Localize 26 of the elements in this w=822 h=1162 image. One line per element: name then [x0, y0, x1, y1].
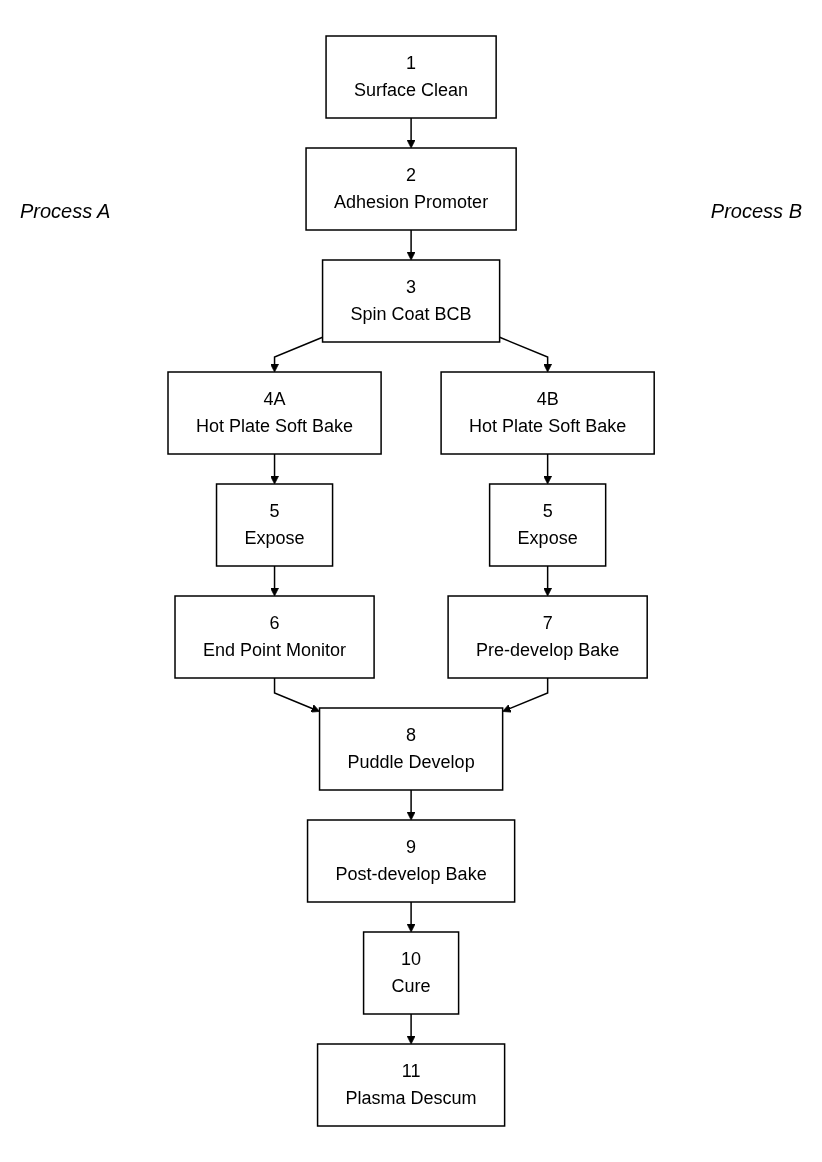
process-label: Process B — [710, 200, 802, 223]
node-box: 7 Pre-develop Bake — [447, 595, 648, 679]
node-box: 11 Plasma Descum — [316, 1043, 506, 1127]
node-box: 4A Hot Plate Soft Bake — [167, 371, 382, 455]
arrow — [502, 677, 549, 713]
arrow — [406, 789, 416, 821]
node-box: 2 Adhesion Promoter — [305, 147, 517, 231]
node-box: 5 Expose — [488, 483, 607, 567]
arrow — [543, 565, 552, 597]
arrow — [270, 453, 279, 485]
node-box: 1 Surface Clean — [325, 35, 497, 119]
node-box: 9 Post-develop Bake — [306, 819, 516, 903]
arrow — [406, 117, 416, 149]
node-box: 10 Cure — [362, 931, 460, 1015]
arrow — [406, 1013, 416, 1045]
arrow — [406, 901, 416, 933]
process-label: Process A — [20, 200, 111, 223]
node-box: 5 Expose — [215, 483, 334, 567]
node-box: 8 Puddle Develop — [318, 707, 504, 791]
node-box: 6 End Point Monitor — [174, 595, 375, 679]
arrow — [543, 453, 552, 485]
arrow — [273, 677, 320, 713]
arrow — [270, 565, 279, 597]
node-box: 3 Spin Coat BCB — [321, 259, 501, 343]
node-box: 4B Hot Plate Soft Bake — [440, 371, 655, 455]
arrow — [406, 229, 416, 261]
